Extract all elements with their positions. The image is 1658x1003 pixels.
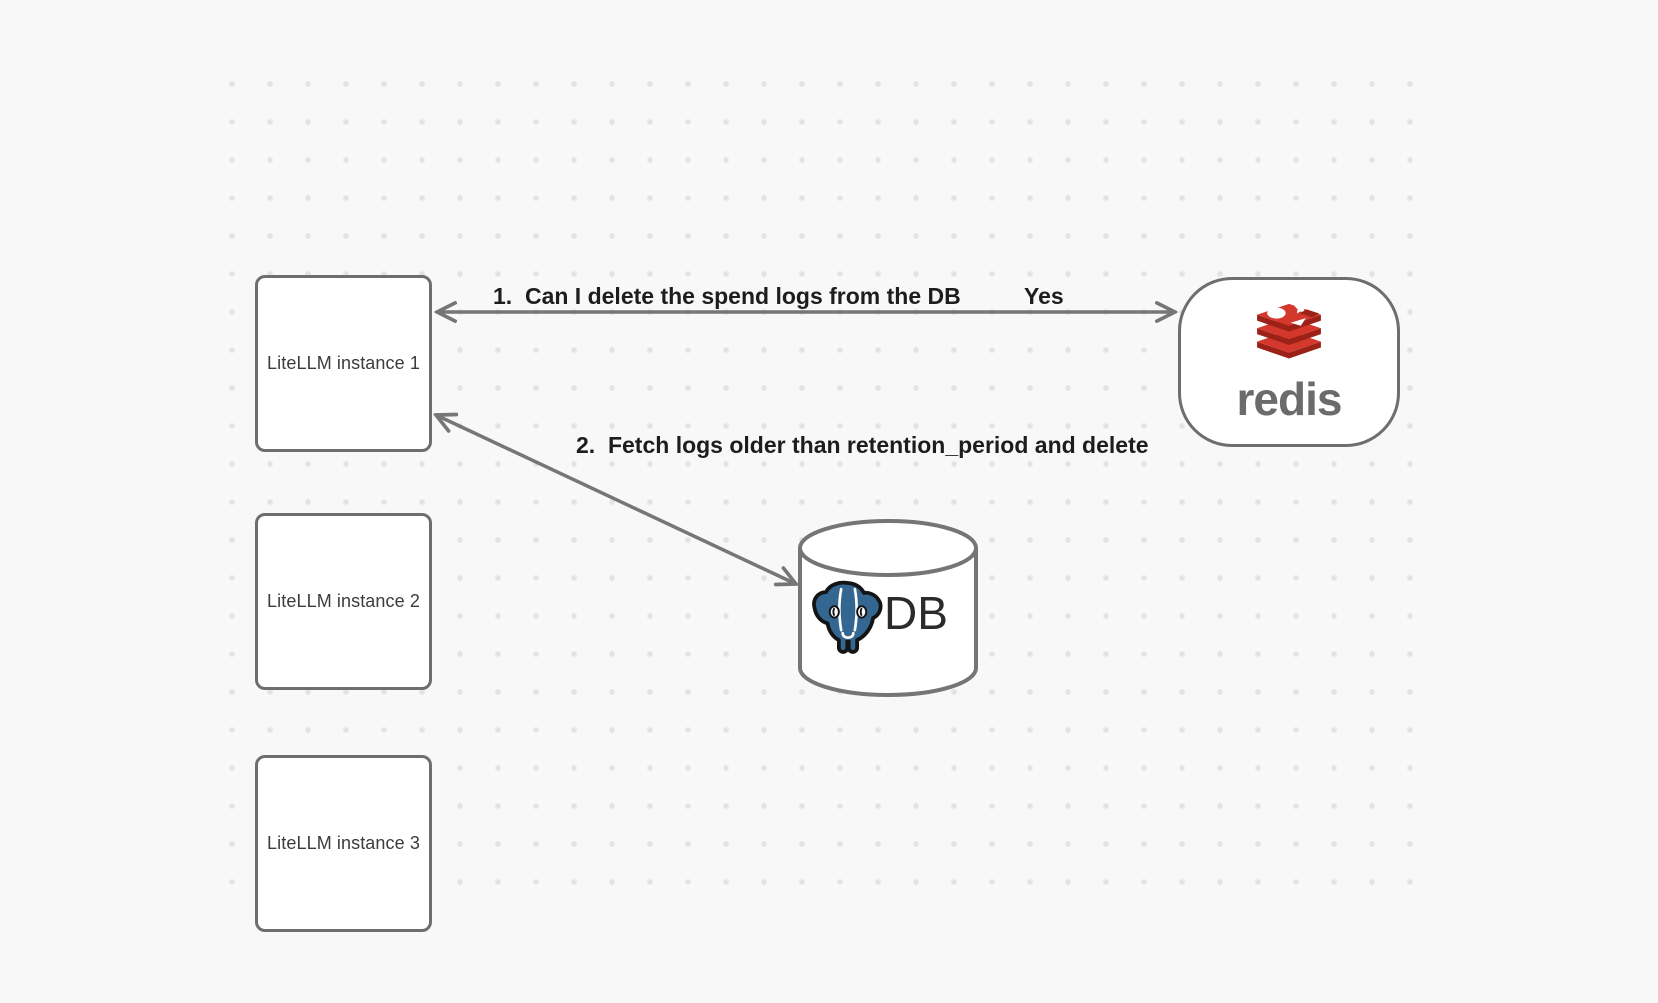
- redis-logo-icon: [1257, 301, 1321, 359]
- node-litellm-instance-2-label: LiteLLM instance 2: [267, 591, 420, 611]
- database-label: DB: [884, 587, 948, 639]
- edge1-question-label: 1. Can I delete the spend logs from the …: [493, 283, 961, 309]
- edge2-action-label: 2. Fetch logs older than retention_perio…: [576, 432, 1149, 458]
- node-litellm-instance-3[interactable]: LiteLLM instance 3: [255, 755, 432, 932]
- node-litellm-instance-1-label: LiteLLM instance 1: [267, 353, 420, 373]
- node-litellm-instance-2[interactable]: LiteLLM instance 2: [255, 513, 432, 690]
- node-redis[interactable]: redis: [1178, 277, 1400, 447]
- node-database[interactable]: DB: [796, 518, 980, 700]
- edge1-response-label: Yes: [1024, 283, 1064, 309]
- node-litellm-instance-1[interactable]: LiteLLM instance 1: [255, 275, 432, 452]
- node-litellm-instance-3-label: LiteLLM instance 3: [267, 833, 420, 853]
- postgresql-elephant-icon: [812, 580, 883, 654]
- redis-wordmark: redis: [1236, 373, 1343, 425]
